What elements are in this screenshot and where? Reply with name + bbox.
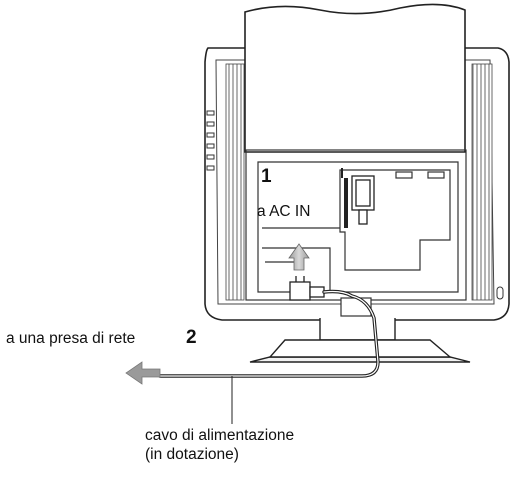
power-plug	[289, 276, 325, 301]
power-cord-label-line2: (in dotazione)	[145, 446, 239, 463]
ac-in-label: a AC IN	[257, 203, 311, 220]
right-vent-grille	[471, 63, 493, 301]
left-vent-grille	[225, 63, 245, 301]
security-slot	[496, 286, 504, 300]
step-1-number: 1	[261, 166, 272, 187]
step-2-number: 2	[186, 327, 197, 348]
up-arrow	[288, 243, 310, 271]
rear-cover-panel	[244, 3, 466, 153]
left-arrow	[125, 361, 161, 385]
video-cable-plug	[341, 168, 375, 228]
control-buttons	[206, 110, 215, 171]
mains-outlet-label: a una presa di rete	[6, 330, 136, 347]
power-cord-label-line1: cavo di alimentazione	[145, 427, 295, 444]
monitor-stand	[249, 318, 471, 363]
power-cord	[158, 289, 380, 378]
